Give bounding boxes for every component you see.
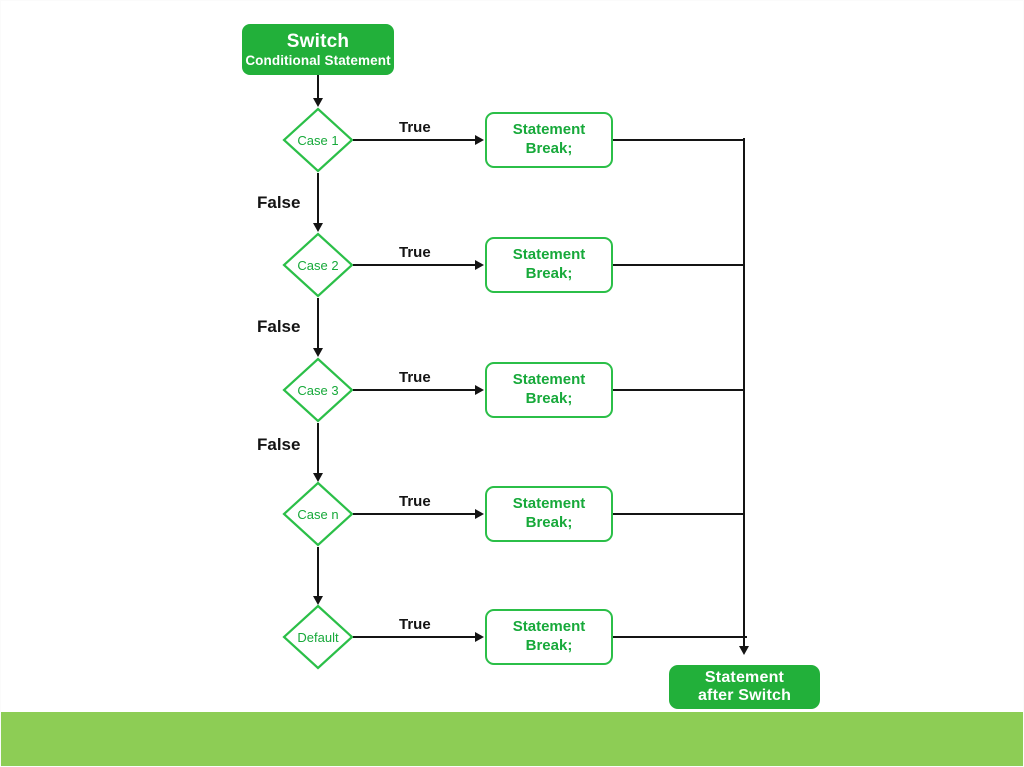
statement-box-3-line2: Break; [525,390,573,407]
statement-box-2-line2: Break; [525,265,573,282]
statement-box-1-line2: Break; [525,140,573,157]
decision-case-1[interactable]: Case 1 [282,107,354,173]
statement-box-3: Statement Break; [485,362,613,418]
statement-box-4-line2: Break; [525,514,573,531]
arrowhead-case3-false [313,473,323,482]
arrowhead-casen-true [475,509,484,519]
edge-casen-to-default [317,547,319,599]
switch-start-title: Switch [286,31,350,53]
statement-after-switch-line2: after Switch [697,687,792,704]
arrowhead-case1-false [313,223,323,232]
edge-label-casen-true: True [399,493,431,510]
arrowhead-case2-false [313,348,323,357]
edge-statement1-to-collector [613,139,745,141]
decision-default-label: Default [297,629,339,645]
edge-label-case2-true: True [399,244,431,261]
edge-default-true [353,636,479,638]
diamond-shape-icon [282,481,354,547]
edge-case2-true [353,264,479,266]
statement-box-5: Statement Break; [485,609,613,665]
statement-box-5-line2: Break; [525,637,573,654]
statement-after-switch-line1: Statement [704,669,785,687]
edge-case1-true [353,139,479,141]
statement-box-2-line1: Statement [512,246,586,264]
edge-label-case3-true: True [399,369,431,386]
decision-case-2-label: Case 2 [297,257,339,273]
arrowhead-case2-true [475,260,484,270]
edge-statement4-to-collector [613,513,745,515]
arrowhead-case1-true [475,135,484,145]
edge-label-case2-false: False [257,317,301,336]
edge-case3-false [317,423,319,476]
statement-box-5-line1: Statement [512,618,586,636]
decision-case-3-label: Case 3 [297,382,339,398]
decision-case-2[interactable]: Case 2 [282,232,354,298]
edge-case1-false [317,173,319,226]
edge-statement5-to-collector [613,636,747,638]
arrowhead-case3-true [475,385,484,395]
edge-label-case3-false: False [257,435,301,454]
arrowhead-default-true [475,632,484,642]
collector-spine [743,138,745,648]
bottom-accent-band [1,712,1023,766]
decision-default[interactable]: Default [282,604,354,670]
edge-label-default-true: True [399,616,431,633]
statement-box-4: Statement Break; [485,486,613,542]
diamond-shape-icon [282,357,354,423]
statement-box-1: Statement Break; [485,112,613,168]
edge-statement2-to-collector [613,264,745,266]
switch-start-subtitle: Conditional Statement [245,52,391,68]
decision-case-1-label: Case 1 [297,132,339,148]
decision-case-3[interactable]: Case 3 [282,357,354,423]
edge-case2-false [317,298,319,351]
edge-case3-true [353,389,479,391]
diamond-shape-icon [282,232,354,298]
statement-box-4-line1: Statement [512,495,586,513]
arrowhead-casen-to-default [313,596,323,605]
connector-start-to-case1 [317,75,319,100]
arrowhead-start-to-case1 [313,98,323,107]
arrowhead-collector-to-end [739,646,749,655]
statement-after-switch-box: Statement after Switch [669,665,820,709]
edge-label-case1-false: False [257,193,301,212]
diamond-shape-icon [282,604,354,670]
switch-start-box: Switch Conditional Statement [242,24,394,75]
decision-case-n[interactable]: Case n [282,481,354,547]
statement-box-2: Statement Break; [485,237,613,293]
diamond-shape-icon [282,107,354,173]
decision-case-n-label: Case n [297,506,339,522]
edge-label-case1-true: True [399,119,431,136]
edge-casen-true [353,513,479,515]
edge-statement3-to-collector [613,389,745,391]
statement-box-1-line1: Statement [512,121,586,139]
statement-box-3-line1: Statement [512,371,586,389]
